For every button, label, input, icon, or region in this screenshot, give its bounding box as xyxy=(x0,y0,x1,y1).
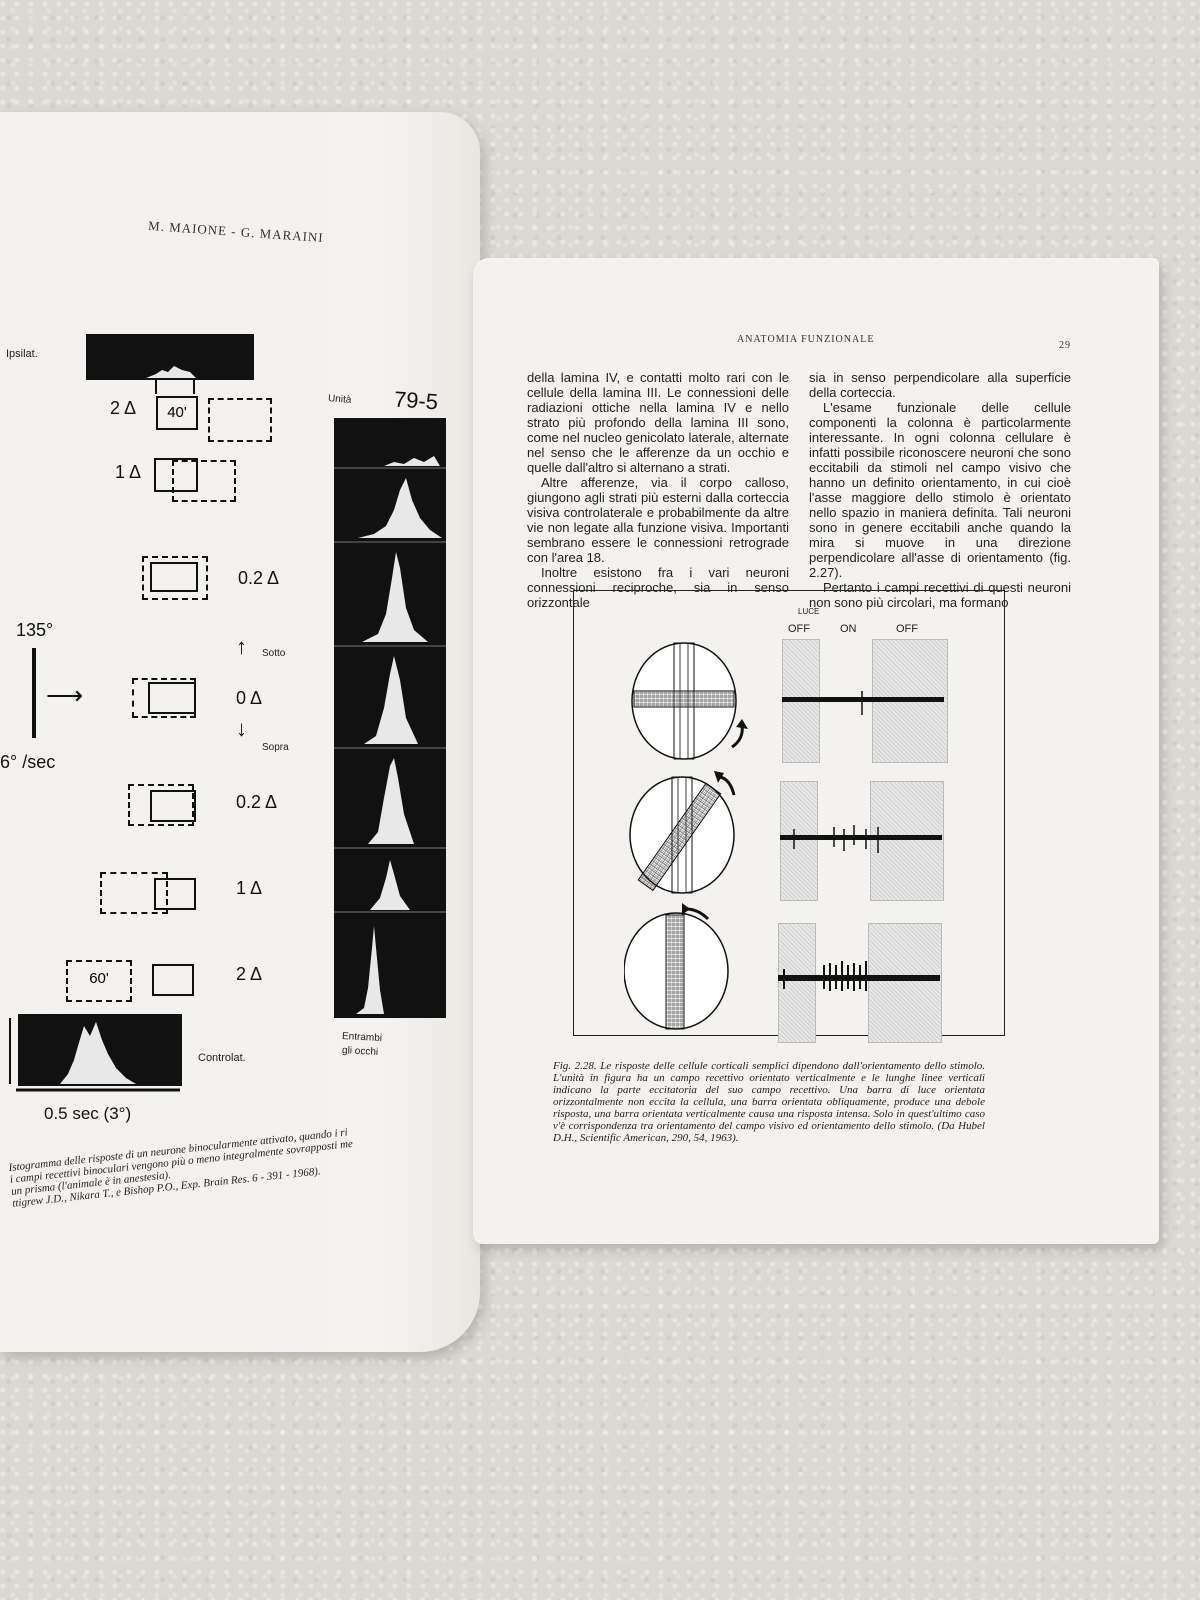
row1-label: 2 Δ xyxy=(110,398,137,418)
occhi-label: gli occhi xyxy=(341,1045,379,1058)
row4-label: 0 Δ xyxy=(236,688,263,708)
speed-label: 6° /sec xyxy=(0,752,56,772)
text-column-2: sia in senso perpendicolare alla superfi… xyxy=(809,370,1071,610)
row2-solid-box xyxy=(154,458,198,492)
figure-caption: Fig. 2.28. Le risposte delle cellule cor… xyxy=(553,1060,985,1144)
ipsilat-histogram xyxy=(86,334,254,394)
row5-solid-box xyxy=(150,790,196,822)
page-number: 29 xyxy=(1059,340,1071,351)
right-page: ANATOMIA FUNZIONALE 29 della lamina IV, … xyxy=(473,258,1159,1244)
sotto-label: Sotto xyxy=(262,648,286,659)
row7-label: 2 Δ xyxy=(236,964,263,984)
controlat-label: Controlat. xyxy=(198,1052,246,1064)
row2-label: 1 Δ xyxy=(115,462,142,482)
off-strip xyxy=(868,923,942,1043)
row3-solid-box xyxy=(150,562,198,592)
up-arrow-icon: ↑ xyxy=(236,634,247,659)
controlat-histogram xyxy=(9,1014,182,1092)
row7-solid-box xyxy=(152,964,194,996)
row1-dashed-box xyxy=(208,398,272,442)
paragraph: Inoltre esistono fra i vari neuroni conn… xyxy=(527,565,789,610)
row6-solid-box xyxy=(154,878,196,910)
stimulus-circles xyxy=(624,642,748,1030)
response-traces xyxy=(778,691,944,991)
unita-label: Unità xyxy=(327,393,352,406)
paragraph: della lamina IV, e contatti molto rari c… xyxy=(527,370,789,475)
row7-dashed-box: 60' xyxy=(66,960,132,1002)
paragraph: Altre afferenze, via il corpo calloso, g… xyxy=(527,475,789,565)
orientation-label: 135° xyxy=(16,620,54,640)
row1-solid-box: 40' xyxy=(156,396,198,430)
paragraph: L'esame funzionale delle cellule compone… xyxy=(809,400,1071,580)
stimulus-bar xyxy=(32,648,36,738)
left-running-head: M. MAIONE - G. MARAINI xyxy=(147,217,325,246)
down-arrow-icon: ↓ xyxy=(236,716,247,741)
row3-label: 0.2 Δ xyxy=(238,568,280,588)
off-label-1: OFF xyxy=(788,623,810,635)
row5-dashed-box xyxy=(128,784,194,826)
left-caption: Istogramma delle risposte di un neurone … xyxy=(8,1116,451,1209)
row6-label: 1 Δ xyxy=(236,878,263,898)
row5-label: 0.2 Δ xyxy=(236,792,278,812)
unit-number: 79-5 xyxy=(393,386,439,415)
paragraph: Pertanto i campi recettivi di questi neu… xyxy=(809,580,1071,610)
row7-box-label: 60' xyxy=(89,970,109,987)
off-label-2: OFF xyxy=(896,623,918,635)
entrambi-label: Entrambi xyxy=(341,1030,383,1045)
off-strip xyxy=(870,781,944,901)
sopra-label: Sopra xyxy=(262,742,289,753)
right-running-head: ANATOMIA FUNZIONALE xyxy=(737,334,875,345)
luce-label: LUCE xyxy=(798,607,820,616)
time-scale-label: 0.5 sec (3°) xyxy=(44,1104,132,1123)
row4-solid-box xyxy=(148,682,196,714)
left-page: M. MAIONE - G. MARAINI Ipsilat. Unità 79… xyxy=(0,112,480,1352)
text-column-1: della lamina IV, e contatti molto rari c… xyxy=(527,370,789,610)
motion-arrow-icon: ⟶ xyxy=(46,680,84,710)
row6-dashed-box xyxy=(100,872,168,914)
figure-2-28: LUCE OFF ON OFF xyxy=(573,590,1005,1043)
row3-dashed-box xyxy=(142,556,208,600)
histogram-column xyxy=(334,418,446,1018)
paragraph: sia in senso perpendicolare alla superfi… xyxy=(809,370,1071,400)
row2-dashed-box xyxy=(172,460,236,502)
row1-box-label: 40' xyxy=(167,404,187,421)
off-strip xyxy=(780,781,818,901)
on-label: ON xyxy=(840,623,857,635)
ipsilat-label: Ipsilat. xyxy=(6,348,38,360)
